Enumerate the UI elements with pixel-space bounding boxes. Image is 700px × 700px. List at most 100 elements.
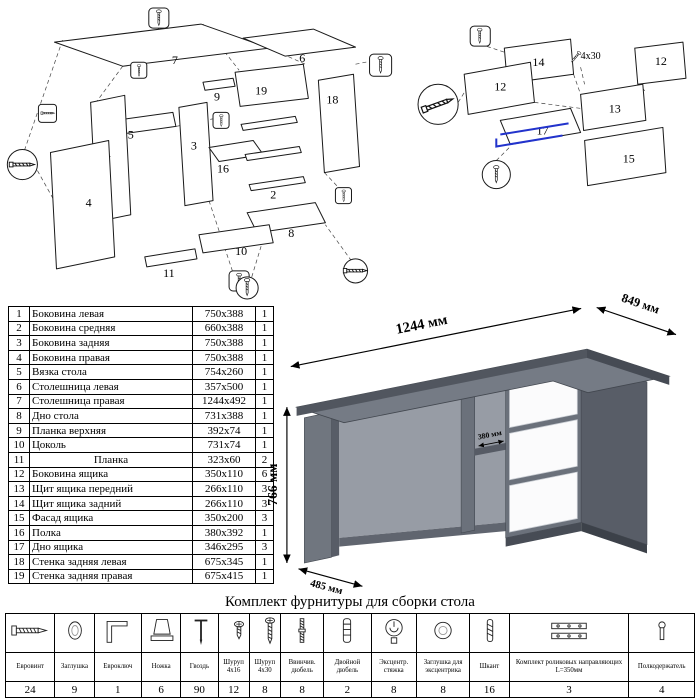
hardware-qty: 9 xyxy=(54,681,95,698)
parts-cell-num: 8 xyxy=(8,408,30,424)
parts-cell-num: 2 xyxy=(8,320,30,337)
part-label-13: 13 xyxy=(609,101,621,115)
parts-cell-num: 9 xyxy=(8,422,30,439)
desk-interior xyxy=(339,377,506,547)
strip-top: 9 xyxy=(202,77,236,103)
parts-cell-num: 14 xyxy=(8,495,30,512)
parts-cell-size: 675x345 xyxy=(192,554,256,570)
hardware-qty: 1 xyxy=(93,681,142,698)
hardware-icon-cell xyxy=(140,613,182,653)
hardware-label: Комплект роликовых направляющих L=350мм xyxy=(508,652,630,682)
hardware-label: Гвоздь xyxy=(180,652,219,682)
parts-cell-num: 7 xyxy=(8,393,30,410)
parts-cell-num: 4 xyxy=(8,349,30,366)
nail-icon xyxy=(194,619,208,646)
dimension-width-label: 1244 мм xyxy=(394,312,449,338)
hardware-qty: 8 xyxy=(279,681,325,698)
part-label-12: 12 xyxy=(494,79,506,93)
parts-cell-name: Стенка задняя правая xyxy=(29,568,193,585)
parts-cell-name: Планка верхняя xyxy=(29,422,193,439)
cap-icon xyxy=(68,621,83,640)
hardware-icons-row xyxy=(4,613,695,653)
part-label-15: 15 xyxy=(623,152,635,166)
parts-cell-name: Боковина задняя xyxy=(29,335,193,351)
part-label-18: 18 xyxy=(326,92,338,106)
hardware-icon-cell xyxy=(323,613,372,653)
desk-left-panel xyxy=(304,411,340,564)
callout-square-screw xyxy=(148,7,170,29)
parts-cell-size: 323x60 xyxy=(192,451,256,468)
parts-cell-num: 1 xyxy=(8,306,30,322)
parts-cell-num: 11 xyxy=(8,451,30,468)
parts-cell-name: Щит ящика задний xyxy=(29,495,193,512)
plinth-panel: 10 xyxy=(198,224,274,258)
cam-lock-icon xyxy=(385,619,403,644)
dimension-height-label: 766 мм xyxy=(265,464,280,506)
parts-cell-size: 754x260 xyxy=(192,364,256,380)
parts-cell-size: 750x388 xyxy=(192,306,256,322)
callout-square-screw xyxy=(369,53,393,77)
callout-circle-bolt xyxy=(342,258,369,284)
drawer-front-2 xyxy=(509,419,578,481)
part-label-12b: 12 xyxy=(655,54,667,68)
parts-cell-size: 392x74 xyxy=(192,422,256,439)
cam-cap-icon xyxy=(434,621,452,640)
drawer-slide-rails xyxy=(495,122,569,148)
roller-guides-icon xyxy=(551,622,587,640)
parts-cell-name: Планка xyxy=(29,451,193,468)
parts-cell-size: 266x110 xyxy=(192,481,256,497)
callout-circle-bolt xyxy=(6,148,38,181)
hardware-qty: 24 xyxy=(4,681,56,698)
parts-cell-qty: 3 xyxy=(255,539,274,556)
parts-cell-name: Цоколь xyxy=(29,437,193,453)
drawer-front-3 xyxy=(509,471,578,533)
parts-cell-name: Боковина средняя xyxy=(29,320,193,337)
parts-cell-num: 18 xyxy=(8,554,30,570)
screw-4x16-icon xyxy=(233,620,244,640)
parts-cell-size: 350x110 xyxy=(192,466,256,483)
callout-square-screw xyxy=(212,111,230,129)
hardware-kit-title: Комплект фурнитуры для сборки стола xyxy=(225,594,475,610)
dowel-icon xyxy=(487,619,494,642)
drawer-facade-panel: 15 xyxy=(584,126,667,187)
callout-square-screw xyxy=(469,25,491,47)
screw-dowel-icon xyxy=(298,618,306,643)
panel-top-left: 6 xyxy=(242,28,356,65)
parts-cell-size: 357x500 xyxy=(192,378,256,395)
parts-cell-num: 3 xyxy=(8,335,30,351)
desk-render: 1244 мм 849 мм 766 мм 380 мм 485 мм xyxy=(265,292,677,594)
parts-cell-num: 13 xyxy=(8,481,30,497)
foot-icon xyxy=(150,619,174,641)
panel-side-right-detached: 4 xyxy=(49,139,116,270)
parts-cell-name: Столешница правая xyxy=(29,393,193,410)
hardware-qty: 8 xyxy=(370,681,417,698)
hardware-icon-cell xyxy=(279,613,325,653)
dimension-depth: 849 мм xyxy=(596,292,677,336)
parts-cell-size: 346x295 xyxy=(192,539,256,556)
parts-cell-size: 731x74 xyxy=(192,437,256,453)
part-label-2: 2 xyxy=(270,188,276,202)
hardware-icon-cell xyxy=(4,613,56,653)
hardware-icon-cell xyxy=(370,613,417,653)
callout-circle-bolt xyxy=(417,83,459,125)
hardware-label: Евровинт xyxy=(4,652,56,682)
parts-cell-num: 15 xyxy=(8,510,30,526)
hardware-label: Ножка xyxy=(140,652,182,682)
parts-cell-num: 5 xyxy=(8,364,30,380)
hardware-label: Полкодержатель xyxy=(628,652,695,682)
hardware-label: Эксцентр. стяжка xyxy=(370,652,417,682)
part-label-3: 3 xyxy=(191,138,197,152)
